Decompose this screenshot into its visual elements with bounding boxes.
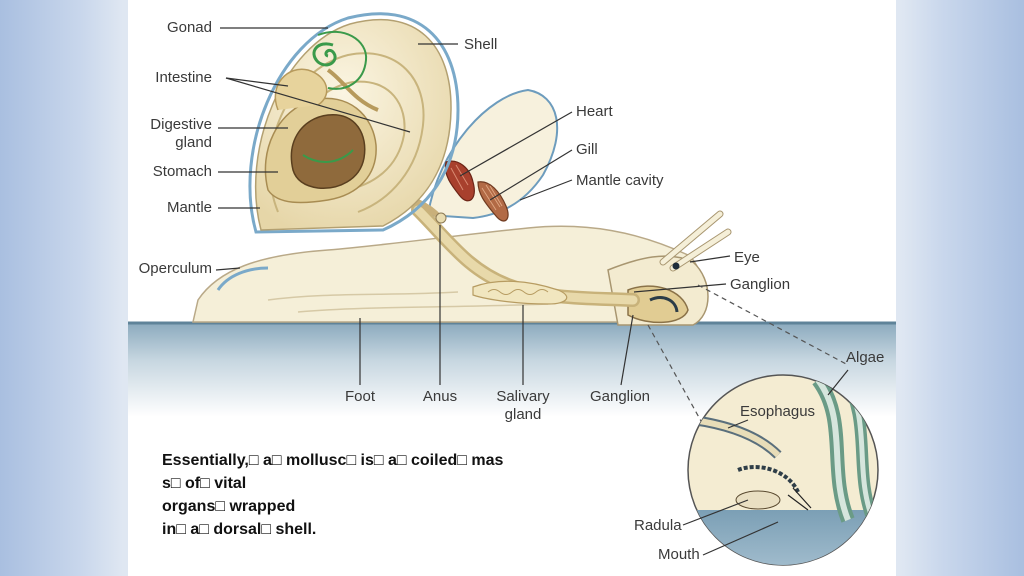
label-foot: Foot (344, 388, 375, 405)
label-stomach: Stomach (152, 163, 212, 180)
shell-outline (248, 12, 460, 234)
buccal-mass (627, 285, 689, 324)
label-operculum: Operculum (138, 260, 212, 277)
label-gill: Gill (576, 141, 598, 158)
label-eye: Eye (734, 249, 760, 266)
eye-spot (672, 262, 680, 270)
label-heart: Heart (576, 103, 613, 120)
anus-opening (435, 212, 447, 224)
zoom-inset (687, 374, 879, 566)
label-intestine: Intestine (155, 69, 212, 86)
operculum (216, 266, 269, 291)
label-ganglion-bottom: Ganglion (589, 388, 651, 405)
label-shell: Shell (464, 36, 498, 53)
label-gonad: Gonad (166, 19, 212, 36)
odontophore (735, 490, 781, 510)
snail-anatomy-diagram (128, 12, 896, 566)
label-algae: Algae (846, 349, 885, 366)
intestine (274, 68, 328, 111)
caption-line-4: in□ a□ dorsal□ shell. (162, 521, 317, 538)
digestive-gland (290, 114, 366, 189)
label-mantle-cavity: Mantle cavity (576, 172, 664, 189)
gonad (312, 42, 337, 67)
radula (737, 465, 800, 493)
gill (477, 181, 509, 222)
slide: Gonad Intestine Digestive gland Stomach … (128, 0, 896, 576)
label-salivary-gland: Salivary gland (496, 388, 550, 423)
label-mouth: Mouth (658, 546, 700, 563)
salivary-gland (472, 280, 568, 305)
caption-line-2: s□ of□ vital (162, 475, 247, 492)
caption-line-3: organs□ wrapped (162, 498, 296, 515)
label-digestive-gland: Digestive gland (150, 116, 212, 151)
caption-line-1: Essentially,□ a□ mollusc□ is□ a□ coiled□… (162, 452, 504, 469)
label-mantle: Mantle (166, 199, 212, 216)
label-radula: Radula (634, 517, 682, 534)
leader-lines (215, 27, 731, 386)
label-ganglion-right: Ganglion (730, 276, 791, 293)
label-esophagus: Esophagus (740, 403, 816, 420)
caption: Essentially,□ a□ mollusc□ is□ a□ coiled□… (162, 449, 542, 541)
label-anus: Anus (422, 388, 458, 405)
